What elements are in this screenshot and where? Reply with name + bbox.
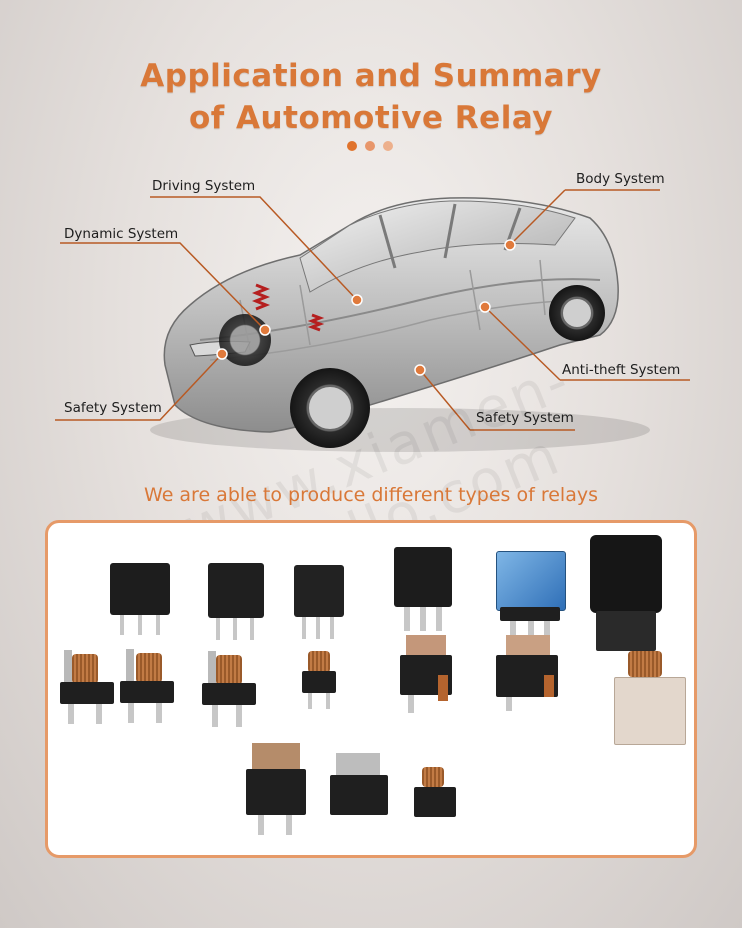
page-title-line2: of Automotive Relay <box>188 100 554 136</box>
relay-open-coil-1 <box>58 648 116 728</box>
relay-blue-transparent <box>496 551 566 637</box>
relay-open-coil-3 <box>200 649 258 729</box>
relay-open-white-base <box>610 647 688 747</box>
relay-open-coil-2 <box>118 647 176 727</box>
relay-open-row3-3 <box>412 765 460 825</box>
label-body-system: Body System <box>576 171 665 187</box>
subtitle: We are able to produce different types o… <box>144 484 598 506</box>
label-driving-system: Driving System <box>152 178 256 194</box>
dot-3 <box>383 141 393 151</box>
relay-open-row3-2 <box>328 753 390 825</box>
relay-open-copper-frame <box>396 635 456 717</box>
relay-open-row3-1 <box>244 743 308 839</box>
dot-2 <box>365 141 375 151</box>
label-anti-theft-system: Anti-theft System <box>562 362 681 378</box>
relay-black-cube-labeled <box>294 565 346 641</box>
relay-open-large <box>494 635 564 715</box>
relay-black-cube-2 <box>208 563 266 643</box>
relay-black-large <box>394 547 454 637</box>
label-dynamic-system: Dynamic System <box>64 226 179 242</box>
car-xray-illustration <box>55 189 690 452</box>
decorative-dots <box>347 141 393 151</box>
page-title-line1: Application and Summary <box>140 58 602 94</box>
relay-sealed-black <box>586 535 668 653</box>
relay-open-coil-small <box>300 649 340 711</box>
label-safety-system-right: Safety System <box>476 410 574 426</box>
relay-black-cube-1 <box>110 563 170 638</box>
label-safety-system-left: Safety System <box>64 400 162 416</box>
relay-products-panel <box>45 520 697 858</box>
dot-1 <box>347 141 357 151</box>
